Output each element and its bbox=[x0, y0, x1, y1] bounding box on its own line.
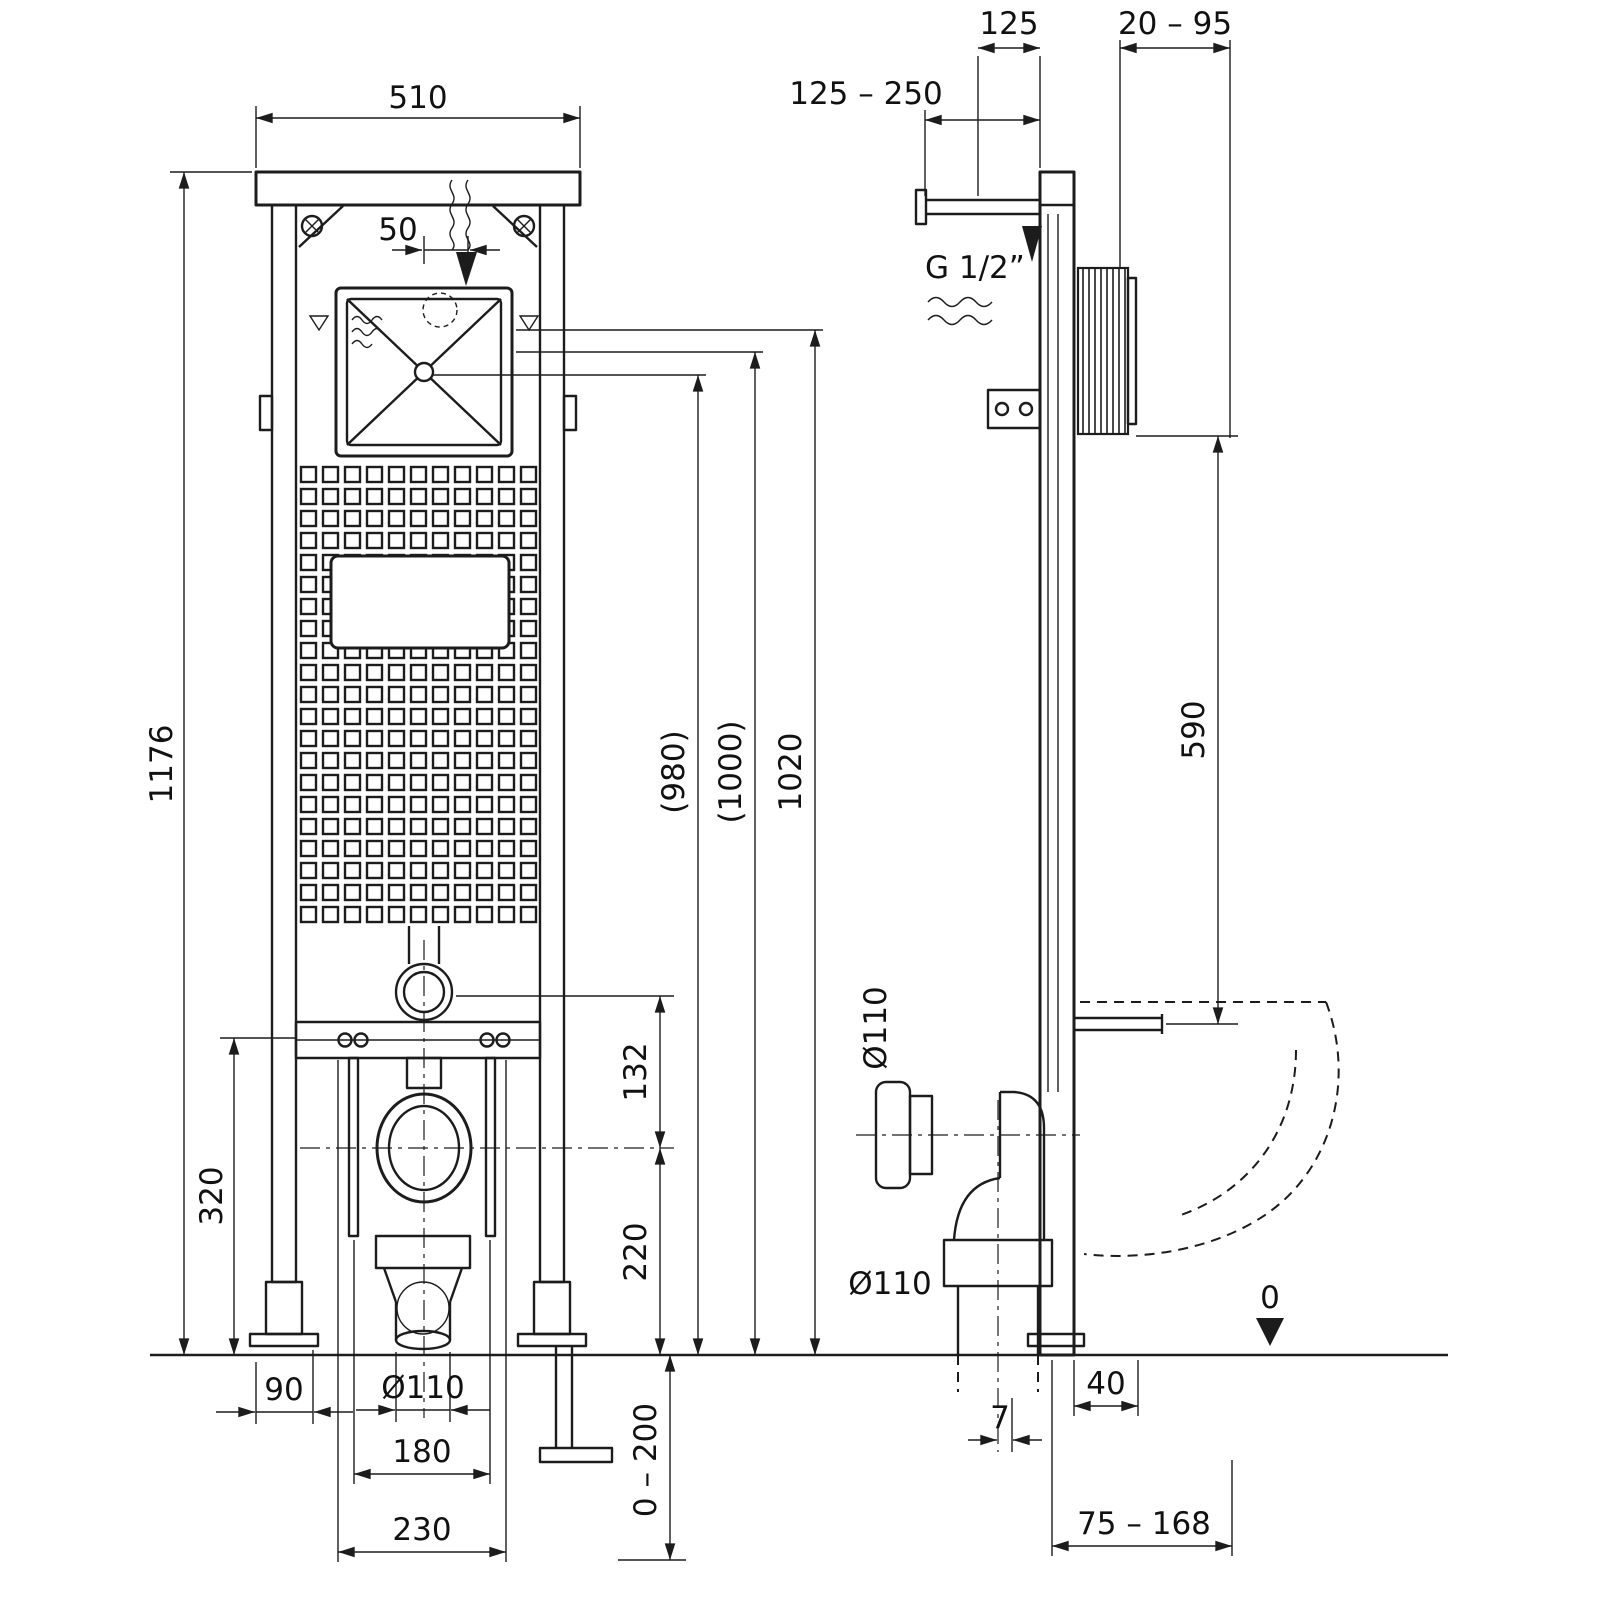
side-foot-plate bbox=[1026, 1332, 1086, 1348]
side-water-supply: G 1/2” bbox=[914, 188, 1042, 326]
dim-1000-label: (1000) bbox=[713, 720, 749, 823]
water-wave bbox=[927, 314, 993, 326]
water-level-symbol-left bbox=[308, 315, 330, 332]
dim-dia110-outlet-label: Ø110 bbox=[858, 986, 894, 1070]
dim-590-label: 590 bbox=[1176, 700, 1212, 759]
mounting-plate bbox=[298, 464, 540, 926]
front-frame-structure bbox=[248, 170, 614, 1464]
dim-dia110-front-label: Ø110 bbox=[381, 1370, 465, 1406]
dim-125-label: 125 bbox=[979, 6, 1038, 42]
dim-125-250-label: 125 – 250 bbox=[789, 76, 943, 112]
dim-320-label: 320 bbox=[194, 1166, 230, 1225]
outlet-bracket bbox=[405, 1056, 443, 1090]
dim-510-label: 510 bbox=[388, 80, 447, 116]
front-view: 510 50 1176 320 (980) (1000) 10 bbox=[144, 80, 823, 1562]
datum-0-label: 0 bbox=[1260, 1280, 1280, 1316]
dim-75-168-label: 75 – 168 bbox=[1077, 1506, 1211, 1542]
dim-180-label: 180 bbox=[392, 1434, 451, 1470]
flush-pipe-circle bbox=[394, 962, 454, 1022]
dim-220-label: 220 bbox=[618, 1222, 654, 1281]
dim-40-label: 40 bbox=[1086, 1366, 1125, 1402]
dim-0-200-label: 0 – 200 bbox=[628, 1403, 664, 1517]
water-level-symbol-right bbox=[518, 315, 540, 332]
dim-dia110-drain-label: Ø110 bbox=[848, 1266, 932, 1302]
anchor-bracket bbox=[986, 388, 1042, 430]
fixing-stud-right bbox=[484, 1056, 497, 1238]
datum-triangle-icon bbox=[1256, 1318, 1284, 1346]
dim-90-label: 90 bbox=[264, 1372, 303, 1408]
dim-980-label: (980) bbox=[656, 730, 692, 813]
cistern-inspection-box bbox=[308, 286, 540, 458]
bowl-mounting-stud bbox=[1074, 1014, 1164, 1034]
wall-anchor-rod bbox=[986, 266, 1138, 436]
dim-50-label: 50 bbox=[378, 212, 417, 248]
dim-230-label: 230 bbox=[392, 1512, 451, 1548]
g12-connection-label: G 1/2” bbox=[925, 250, 1025, 286]
fixing-stud-left bbox=[347, 1056, 360, 1238]
water-wave bbox=[351, 315, 383, 325]
water-wave bbox=[351, 339, 373, 349]
dim-20-95-label: 20 – 95 bbox=[1118, 6, 1232, 42]
side-drain-assembly: Ø110 Ø110 bbox=[848, 986, 1080, 1452]
front-drain bbox=[374, 1234, 472, 1351]
front-dimensions: 510 50 1176 320 (980) (1000) 10 bbox=[144, 80, 823, 1562]
wc-bowl-dashed-outline bbox=[1080, 1001, 1340, 1257]
front-lower-assembly bbox=[294, 926, 674, 1418]
plate-opening bbox=[329, 554, 511, 650]
dim-1176-label: 1176 bbox=[144, 725, 180, 804]
dim-132-label: 132 bbox=[618, 1042, 654, 1101]
supply-arrow-icon bbox=[456, 252, 477, 286]
dim-7-label: 7 bbox=[990, 1400, 1010, 1436]
water-wave bbox=[351, 327, 383, 337]
water-wave bbox=[927, 296, 993, 308]
inlet-hole-dashed-circle bbox=[422, 292, 458, 328]
supply-arrow-icon bbox=[1022, 226, 1042, 262]
side-view: G 1/2” 0 bbox=[789, 6, 1340, 1556]
side-dimensions: 125 20 – 95 125 – 250 590 7 40 bbox=[789, 6, 1238, 1556]
front-supply-inlet bbox=[449, 179, 477, 286]
side-frame-profile bbox=[1026, 170, 1086, 1357]
dim-1020-label: 1020 bbox=[773, 733, 809, 812]
floor-datum: 0 bbox=[1256, 1280, 1284, 1346]
